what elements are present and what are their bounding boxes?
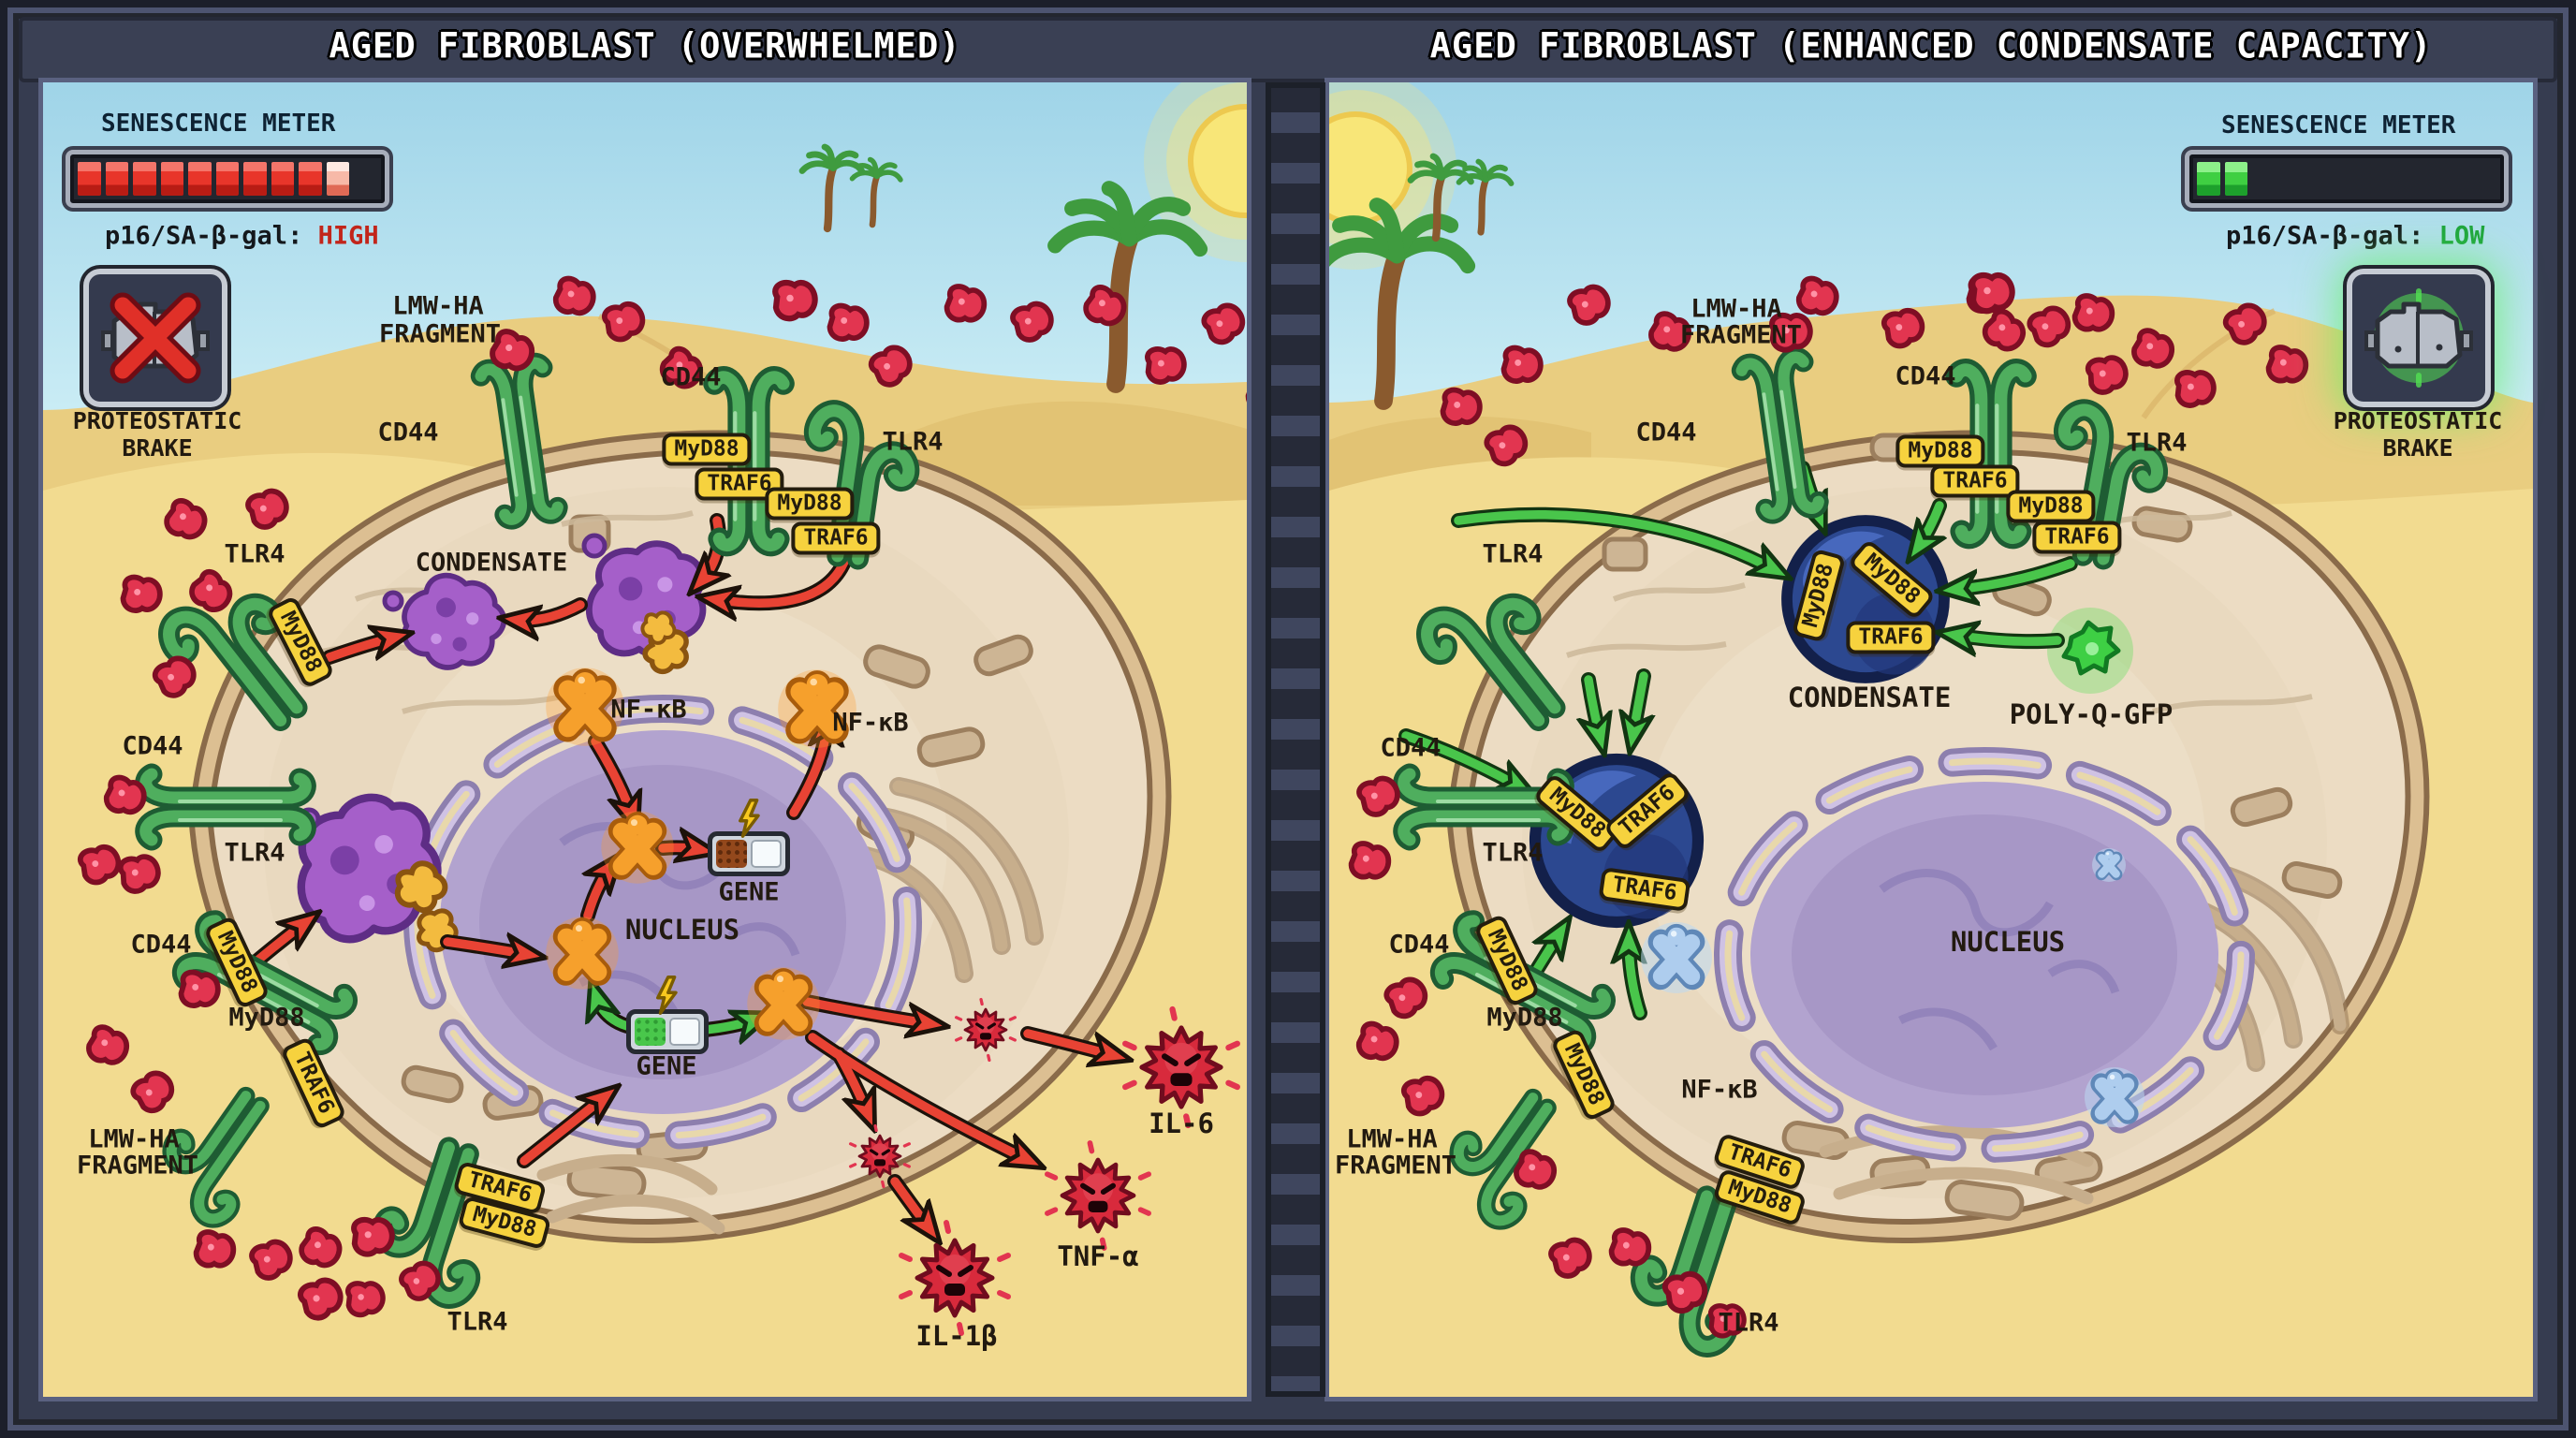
senescence-meter-label: SENESCENCE METER [2221, 111, 2456, 139]
senescence-meter [2185, 150, 2509, 208]
myd88-badge: MyD88 [765, 487, 855, 521]
p16-status: p16/SA-β-gal: HIGH [105, 221, 379, 251]
traf6-badge: TRAF6 [1846, 621, 1936, 654]
p16-status-value: HIGH [317, 221, 379, 251]
polyq-gfp-label: POLY-Q-GFP [2009, 698, 2174, 730]
tlr4-label: TLR4 [1718, 1308, 1779, 1338]
il1-beta-label: IL-1β [915, 1320, 998, 1352]
polyq-gfp-aggregate [2047, 608, 2133, 694]
tlr4-label: TLR4 [1482, 539, 1544, 569]
cd44-label: CD44 [122, 731, 183, 761]
gene-label: GENE [718, 877, 780, 907]
lmwha-label: LMW-HA [1346, 1124, 1438, 1154]
cd44-label: CD44 [1635, 418, 1697, 448]
myd88-badge: MyD88 [662, 433, 752, 466]
tlr4-label: TLR4 [882, 427, 944, 457]
cd44-label: CD44 [1388, 930, 1450, 960]
left-panel-overwhelmed [43, 82, 1247, 1397]
tlr4-label: TLR4 [224, 539, 285, 569]
senescence-meter [66, 150, 389, 208]
proteostatic-brake-icon-active [2352, 274, 2485, 402]
gene-label: GENE [636, 1051, 697, 1081]
tnf-alpha-label: TNF-α [1057, 1240, 1139, 1272]
organelles [1566, 433, 2349, 1221]
p16-status: p16/SA-β-gal: LOW [2226, 221, 2485, 251]
il6-label: IL-6 [1149, 1108, 1214, 1139]
myd88-badge: MyD88 [2006, 490, 2096, 523]
cd44-label: CD44 [130, 930, 192, 960]
nucleus-label: NUCLEUS [1950, 926, 2066, 958]
cd44-label: CD44 [1380, 733, 1442, 763]
nfkb-label: NF-κB [1681, 1075, 1758, 1105]
right-panel-enhanced [1329, 82, 2533, 1397]
traf6-badge: TRAF6 [791, 521, 881, 555]
right-cell-scene [1329, 82, 2533, 1397]
nucleus-label: NUCLEUS [624, 914, 740, 946]
proteostatic-brake-icon-disabled [89, 274, 222, 402]
condensate-label: CONDENSATE [415, 548, 568, 578]
tlr4-label: TLR4 [446, 1307, 508, 1337]
lmwha-label: FRAGMENT [1679, 320, 1803, 350]
cd44-label: CD44 [1895, 361, 1956, 391]
left-cell-scene [43, 82, 1247, 1397]
title-bar [19, 17, 2557, 82]
cd44-label: CD44 [660, 362, 722, 392]
myd88-label: MyD88 [1486, 1003, 1563, 1033]
condensate-label: CONDENSATE [1787, 682, 1952, 713]
myd88-badge: MyD88 [1895, 434, 1985, 468]
tlr4-label: TLR4 [2126, 428, 2188, 458]
panel-divider [1266, 82, 1325, 1397]
right-panel-title: AGED FIBROBLAST (ENHANCED CONDENSATE CAP… [1429, 25, 2433, 66]
lmwha-label: LMW-HA [392, 291, 484, 321]
lmwha-label: LMW-HA [88, 1124, 180, 1154]
nfkb-label: NF-κB [832, 708, 909, 738]
traf6-badge: TRAF6 [1930, 464, 2020, 498]
myd88-label: MyD88 [228, 1003, 305, 1033]
cd44-label: CD44 [377, 418, 439, 448]
lmwha-label: FRAGMENT [76, 1151, 199, 1181]
tlr4-label: TLR4 [1482, 838, 1544, 868]
p16-status-value: LOW [2438, 221, 2485, 251]
tlr4-label: TLR4 [224, 838, 285, 868]
lmwha-label: LMW-HA [1690, 294, 1782, 324]
lmwha-label: FRAGMENT [1334, 1151, 1457, 1181]
lmwha-label: FRAGMENT [378, 319, 502, 349]
left-panel-title: AGED FIBROBLAST (OVERWHELMED) [329, 25, 961, 66]
traf6-badge: TRAF6 [2032, 521, 2122, 554]
gene-switch-green-on [626, 1009, 709, 1054]
senescence-meter-label: SENESCENCE METER [101, 110, 336, 138]
nfkb-label: NF-κB [610, 695, 687, 725]
